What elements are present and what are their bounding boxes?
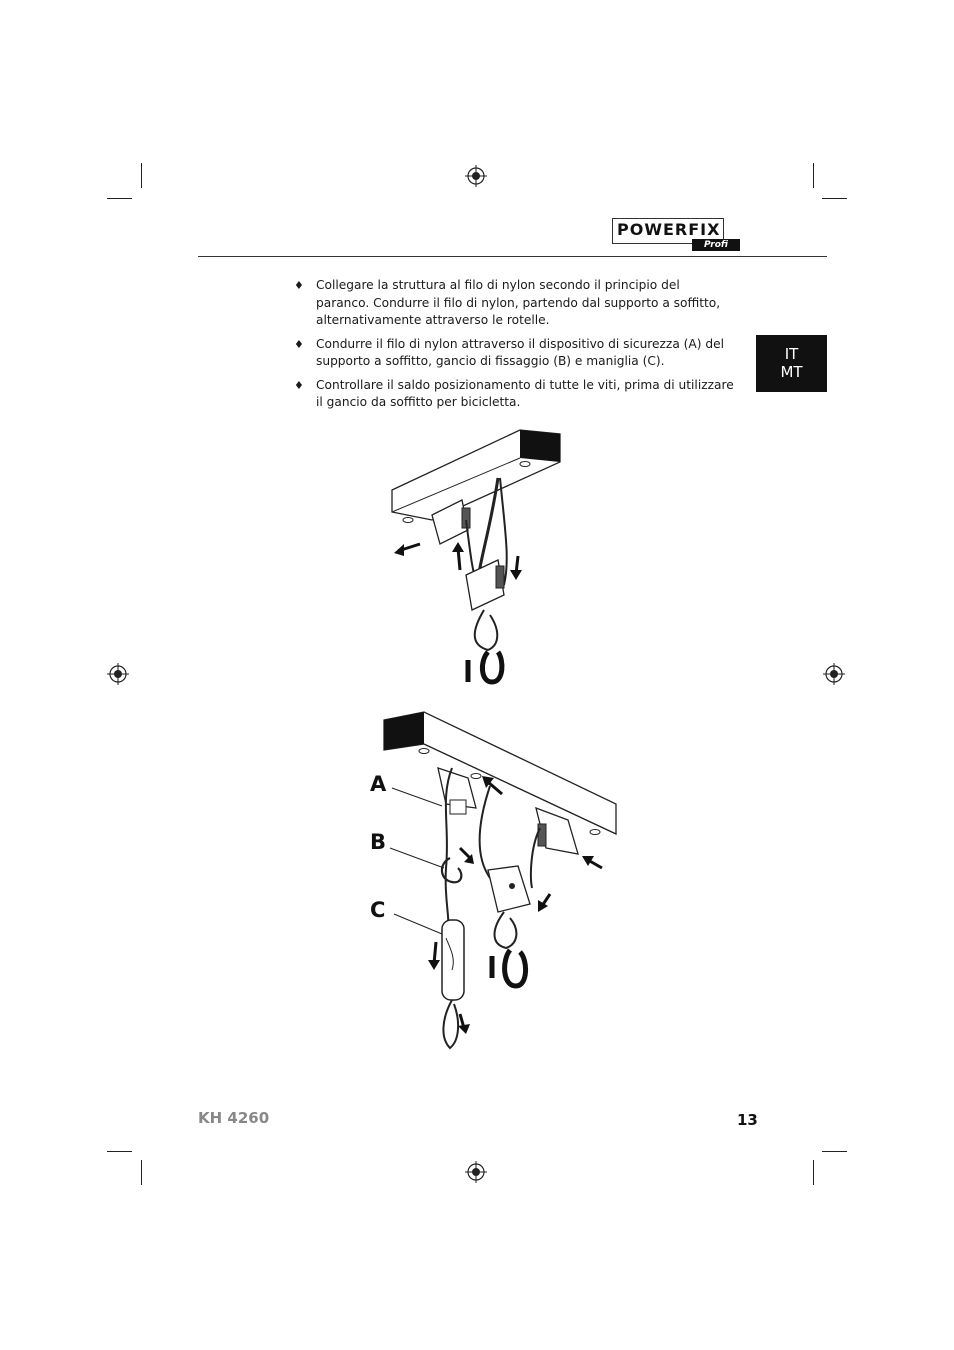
registration-mark-icon [107, 663, 129, 685]
language-tab-line2: MT [780, 363, 803, 381]
registration-mark-icon [465, 1161, 487, 1183]
crop-mark [822, 198, 847, 199]
crop-mark [822, 1151, 847, 1152]
bullet-icon: ♦ [294, 279, 304, 292]
crop-mark [141, 1160, 142, 1185]
bullet-icon: ♦ [294, 337, 304, 351]
crop-mark [141, 163, 142, 188]
language-tab: IT MT [756, 335, 827, 392]
instruction-text: Collegare la struttura al filo di nylon … [316, 278, 721, 327]
registration-mark-icon [465, 165, 487, 187]
instruction-text: Controllare il saldo posizionamento di t… [316, 377, 734, 410]
header-rule [198, 256, 827, 257]
instruction-text: Condurre il filo di nylon attraverso il … [316, 336, 725, 369]
bullet-icon: ♦ [294, 378, 304, 392]
registration-mark-icon [823, 663, 845, 685]
crop-mark [107, 198, 132, 199]
callout-c: C [370, 898, 386, 922]
footer-model: KH 4260 [198, 1109, 270, 1127]
pulley-diagram-bottom [383, 711, 617, 1050]
brand-logo-text: POWERFIX [617, 220, 721, 239]
brand-logo-sub: Profi [692, 239, 740, 251]
callout-a: A [370, 772, 387, 796]
instruction-item: ♦ Collegare la struttura al filo di nylo… [294, 277, 734, 330]
instruction-list: ♦ Collegare la struttura al filo di nylo… [294, 277, 734, 418]
crop-mark [813, 1160, 814, 1185]
pulley-diagram-top [391, 429, 561, 685]
crop-mark [107, 1151, 132, 1152]
instruction-item: ♦ Controllare il saldo posizionamento di… [294, 377, 734, 412]
page-number: 13 [737, 1111, 758, 1129]
callout-b: B [370, 830, 387, 854]
crop-mark [813, 163, 814, 188]
language-tab-line1: IT [784, 345, 799, 363]
instruction-item: ♦ Condurre il filo di nylon attraverso i… [294, 336, 734, 371]
